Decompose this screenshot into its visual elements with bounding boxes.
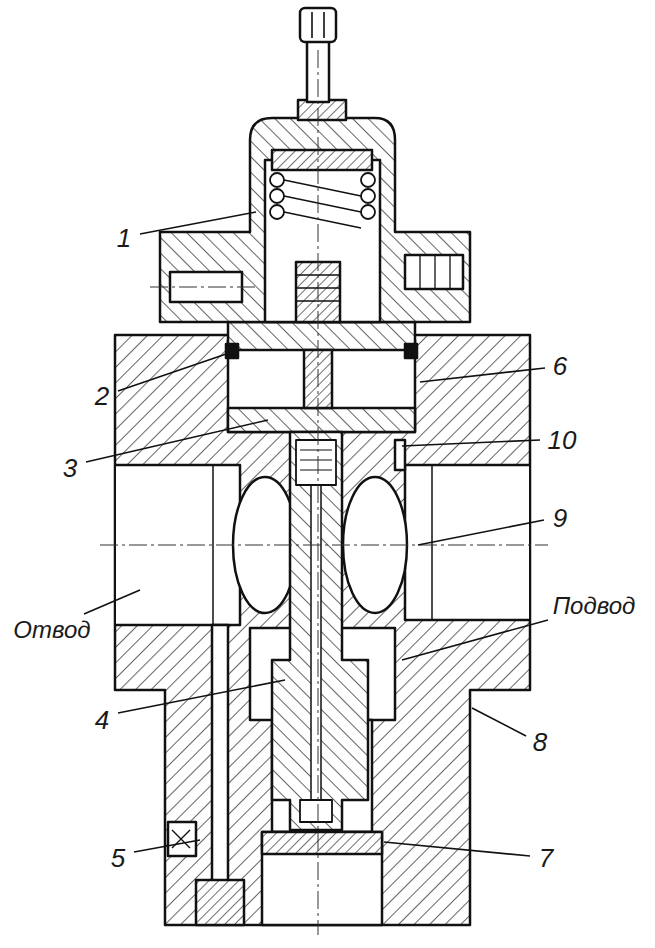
callout-number: 8 xyxy=(531,727,549,757)
callout-number: 2 xyxy=(93,381,111,411)
leader-lines xyxy=(84,212,548,856)
port-label: Отвод xyxy=(11,615,92,645)
bottom-plug xyxy=(262,832,382,854)
callout-number: 10 xyxy=(546,425,579,455)
bolt xyxy=(405,255,463,289)
valve-body xyxy=(115,335,530,925)
callout-number: 6 xyxy=(551,351,569,381)
spring xyxy=(270,173,375,228)
callout-number: 5 xyxy=(109,843,127,873)
callout-number: 4 xyxy=(93,705,111,735)
spring-cap xyxy=(160,118,470,322)
plug xyxy=(168,822,196,856)
port-label: Подвод xyxy=(551,591,638,621)
callout-number: 3 xyxy=(61,453,79,483)
piston-disk xyxy=(228,322,415,350)
callout-number: 9 xyxy=(551,503,569,533)
spool xyxy=(272,432,368,830)
callout-number: 7 xyxy=(537,843,555,873)
callout-number: 1 xyxy=(115,223,133,253)
